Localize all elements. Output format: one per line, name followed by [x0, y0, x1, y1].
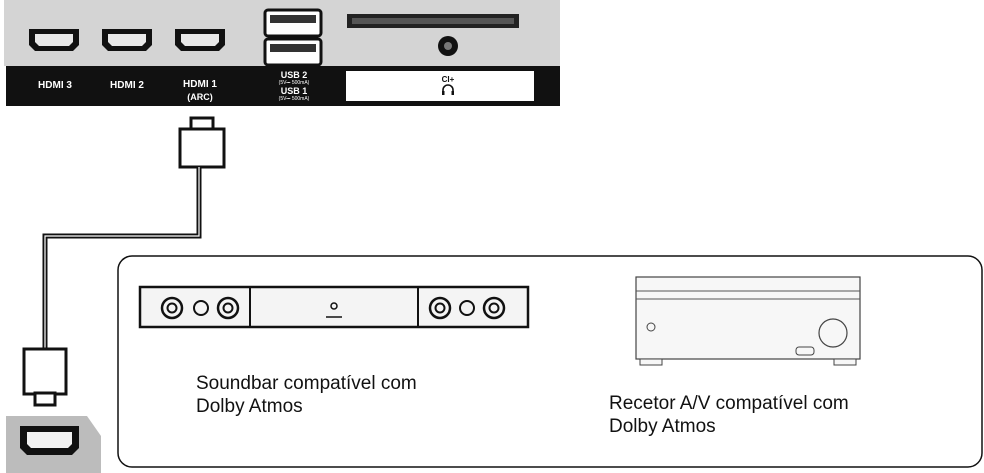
usb2-port-icon	[263, 8, 323, 38]
usb1-label: USB 1	[280, 86, 308, 96]
hdmi1-arc-label: (ARC)	[187, 92, 213, 102]
usb2-label: USB 2	[280, 70, 308, 80]
device-hdmi-port-icon	[6, 416, 101, 473]
hdmi3-label: HDMI 3	[38, 80, 72, 91]
receiver-caption-line2: Dolby Atmos	[609, 416, 716, 437]
soundbar-caption: Soundbar compatível com Dolby Atmos	[196, 372, 417, 418]
hdmi1-port-icon	[175, 29, 225, 51]
hdmi2-port-icon	[102, 29, 152, 51]
receiver-caption: Recetor A/V compatível com Dolby Atmos	[609, 392, 849, 438]
receiver-caption-line1: Recetor A/V compatível com	[609, 393, 849, 414]
headphone-icon	[442, 84, 454, 94]
hdmi-cable-bottom-connector	[22, 347, 68, 407]
hdmi2-label: HDMI 2	[110, 80, 144, 91]
hdmi3-port-icon	[29, 29, 79, 51]
usb1-rating-label: (5V⎓ 500mA)	[278, 96, 310, 102]
ci-slot-inner	[352, 18, 514, 24]
usb1-port-icon	[263, 37, 323, 67]
hdmi-cable-top-connector	[178, 116, 226, 169]
ci-label-box	[346, 71, 534, 101]
soundbar-caption-line2: Dolby Atmos	[196, 396, 303, 417]
devices-frame	[117, 255, 983, 468]
usb2-rating-label: (5V⎓ 500mA)	[278, 80, 310, 86]
ci-plus-label: CI+	[441, 75, 455, 84]
hdmi1-label: HDMI 1	[183, 79, 217, 90]
av-receiver-icon	[635, 276, 861, 366]
soundbar-caption-line1: Soundbar compatível com	[196, 373, 417, 394]
soundbar-icon	[138, 285, 530, 329]
